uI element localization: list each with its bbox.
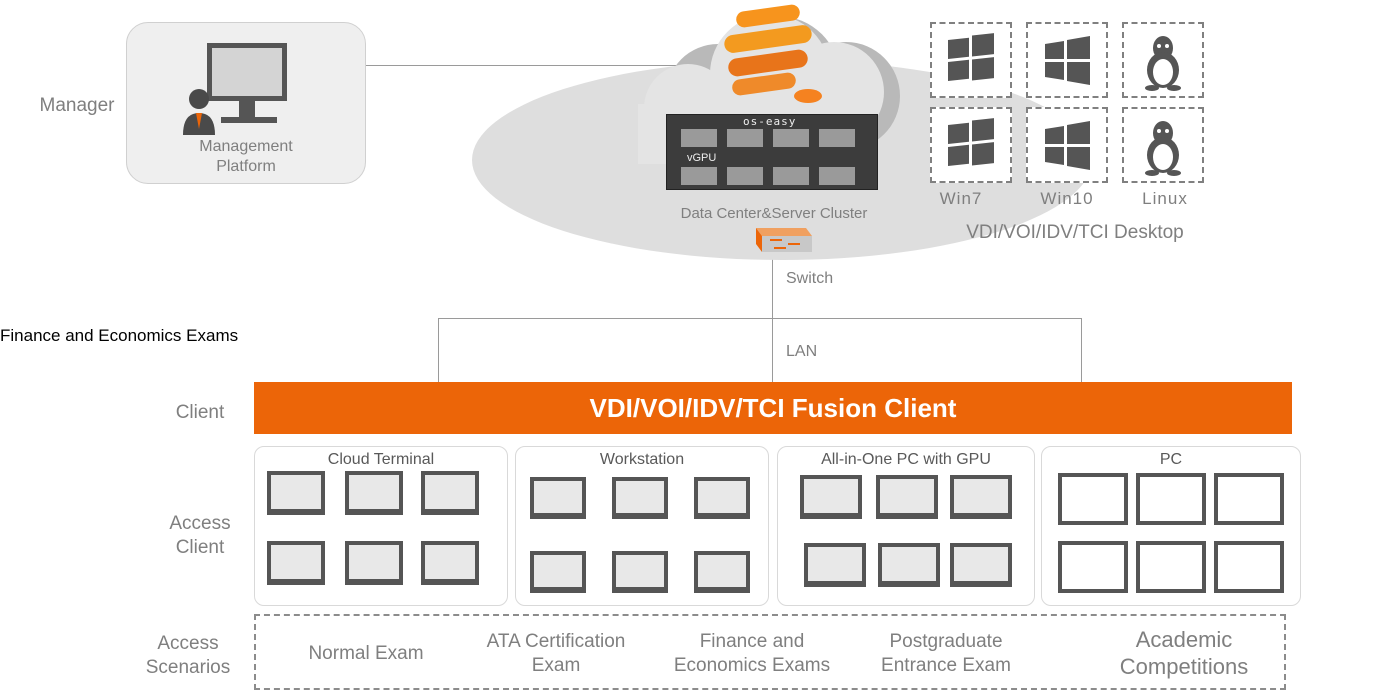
access-scenarios-label: Access Scenarios [138,632,238,680]
scenario-line: Postgraduate [889,631,1003,652]
monitor-icon [530,551,586,593]
access-scenarios-box: Normal Exam ATA Certification Exam Finan… [254,614,1286,690]
desktop-tile-linux-top [1122,22,1204,98]
scenario-line: Finance and [699,631,805,652]
scenario-postgraduate: Postgraduate Entrance Exam [856,630,1036,678]
switch-icon [756,228,812,252]
scenario-line: Entrance Exam [881,655,1011,676]
scenario-finance-economics: Finance and Economics Exams [662,630,842,678]
linux-icon [1145,121,1181,176]
panel-all-in-one: All-in-One PC with GPU [777,446,1035,606]
monitor-icon [421,471,479,515]
access-client-line2: Client [175,537,225,558]
section-title: Finance and Economics Exams [0,326,239,345]
scenario-line: Exam [531,655,581,676]
monitor-icon [804,543,866,587]
scenario-line: ATA Certification [486,631,626,652]
monitor-icon [1058,541,1128,593]
windows10-icon [1045,36,1090,85]
server-caption: Data Center&Server Cluster [680,205,868,222]
logo-icon [724,4,822,103]
monitor-icon [694,551,750,593]
access-client-label: Access Client [150,512,250,560]
desktop-tile-win10-bottom [1026,107,1108,183]
panel-title-cloud-terminal: Cloud Terminal [327,451,435,468]
access-scenarios-line1: Access [157,633,219,654]
server-bays-row2 [681,167,863,185]
panel-workstation: Workstation [515,446,769,606]
panel-cloud-terminal: Cloud Terminal [254,446,508,606]
access-scenarios-line2: Scenarios [145,657,231,678]
linux-icon [1145,36,1181,91]
monitor-icon [950,475,1012,519]
monitor-icon [267,541,325,585]
desktop-group-caption: VDI/VOI/IDV/TCI Desktop [966,222,1184,243]
desktop-tile-win10-top [1026,22,1108,98]
access-client-line1: Access [169,513,231,534]
monitor-icon [421,541,479,585]
scenario-normal-exam: Normal Exam [286,642,446,666]
lan-label: LAN [786,343,818,360]
switch-label: Switch [786,270,834,287]
monitor-icon [1058,473,1128,525]
monitor-icon [1136,541,1206,593]
monitor-icon [950,543,1012,587]
monitor-icon [267,471,325,515]
monitor-icon [1136,473,1206,525]
fusion-client-bar: VDI/VOI/IDV/TCI Fusion Client [254,382,1292,434]
scenario-ata-certification: ATA Certification Exam [466,630,646,678]
pc-grid [1058,473,1288,603]
manager-label: Manager [39,95,115,116]
server-rack: os-easy vGPU [666,114,878,190]
panel-pc: PC [1041,446,1301,606]
monitor-icon [612,477,668,519]
scenario-line: Competitions [1119,654,1249,679]
desktop-tile-win7-bottom [930,107,1012,183]
lan-horizontal-line [438,318,1082,319]
server-vgpu-text: vGPU [687,152,717,164]
desktop-tile-win7-top [930,22,1012,98]
manager-connector-line [364,65,694,66]
scenario-line: Economics Exams [673,655,831,676]
management-caption-line2: Platform [216,158,276,175]
desktop-caption-win7: Win7 [939,189,983,208]
windows7-icon [948,118,994,166]
switch-vertical-line [772,258,773,382]
monitor-icon [878,543,940,587]
server-brand-text: os-easy [743,115,797,128]
windows7-icon [948,33,994,81]
desktop-caption-linux: Linux [1142,189,1188,208]
management-platform-box: Management Platform [126,22,366,184]
lan-left-drop [438,318,439,382]
monitor-icon [345,471,403,515]
monitor-icon [800,475,862,519]
admin-computer-icon [183,43,287,135]
lan-right-drop [1081,318,1082,382]
windows10-icon [1045,121,1090,170]
panel-title-pc: PC [1159,451,1183,468]
terminal-grid [267,471,503,601]
scenario-academic-competitions: Academic Competitions [1094,626,1274,680]
monitor-icon [876,475,938,519]
monitor-icon [530,477,586,519]
management-caption-line1: Management [199,138,293,155]
aio-grid [800,475,1020,599]
monitor-icon [1214,473,1284,525]
desktop-tile-linux-bottom [1122,107,1204,183]
scenario-line: Academic [1135,627,1233,652]
management-caption: Management Platform [127,137,365,177]
monitor-icon [612,551,668,593]
workstation-grid [530,477,760,597]
monitor-icon [345,541,403,585]
panel-title-workstation: Workstation [599,451,685,468]
desktop-caption-win10: Win10 [1040,189,1094,208]
panel-title-all-in-one: All-in-One PC with GPU [821,451,991,468]
scenario-line: Normal Exam [308,643,424,664]
server-bays-row1 [681,129,863,147]
client-label: Client [175,402,225,423]
monitor-icon [694,477,750,519]
monitor-icon [1214,541,1284,593]
